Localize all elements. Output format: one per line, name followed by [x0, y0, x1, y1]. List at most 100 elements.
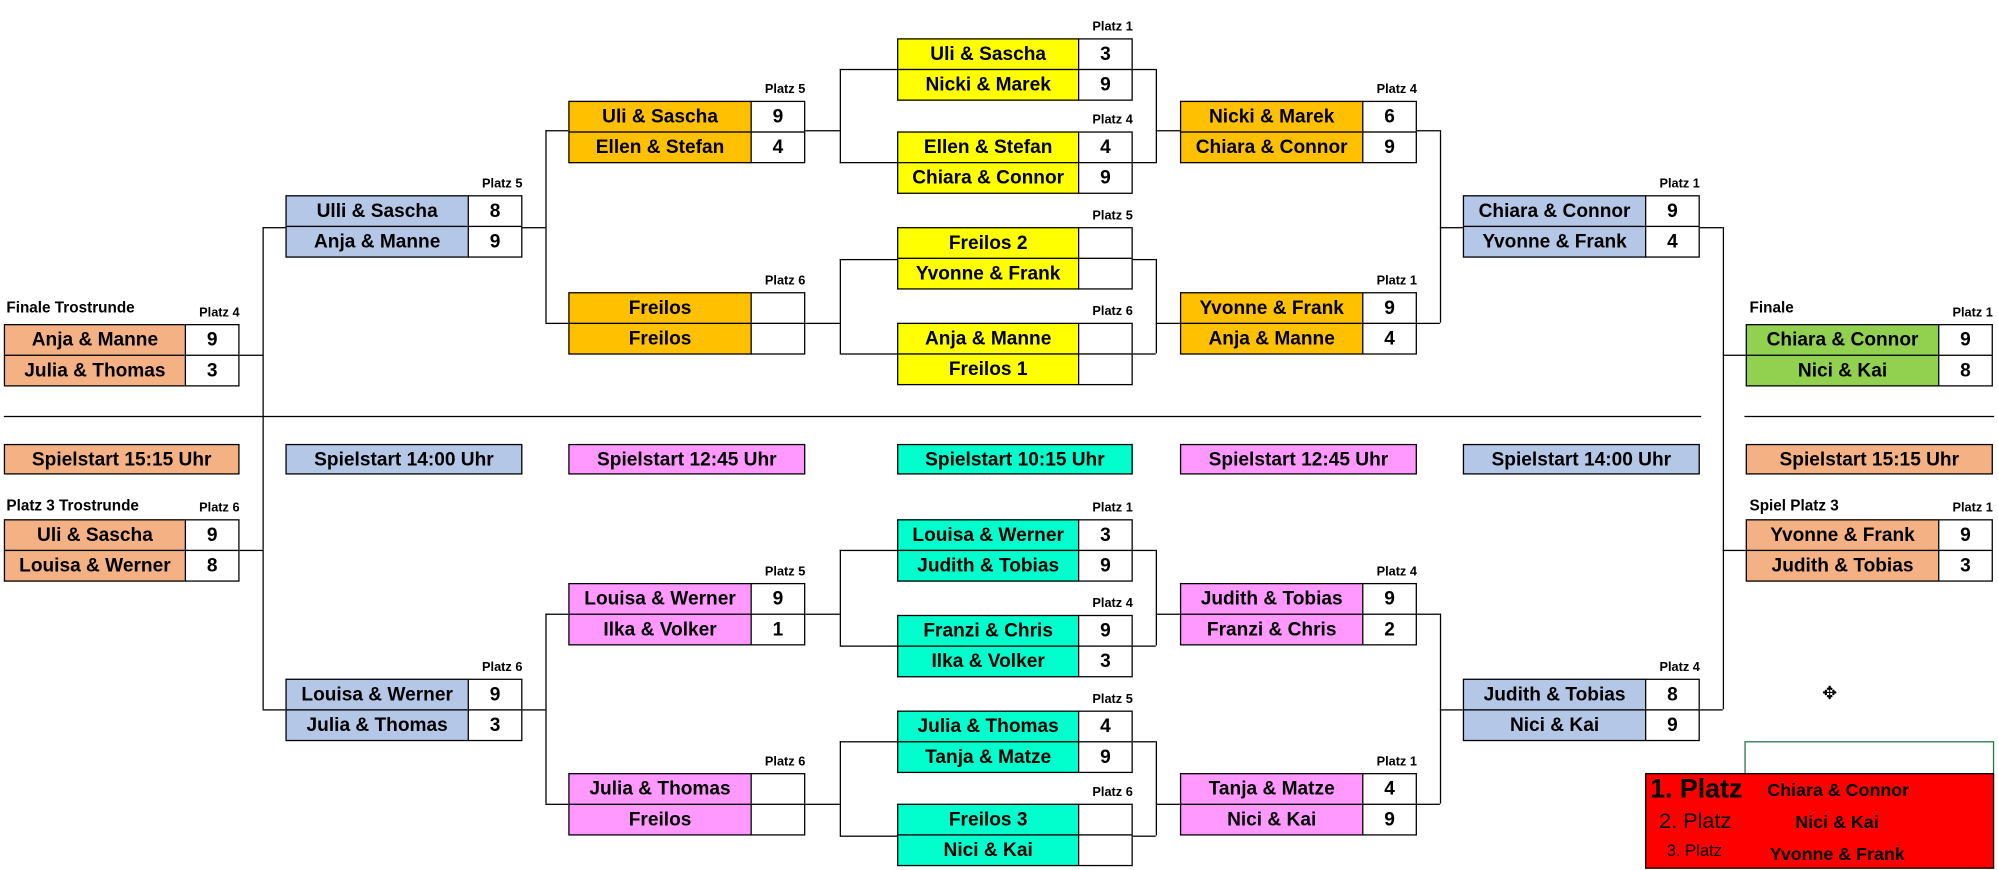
score-cell[interactable] — [1077, 353, 1133, 386]
team-cell[interactable]: Nicki & Marek — [1179, 100, 1364, 133]
team-cell[interactable]: Uli & Sascha — [568, 100, 752, 133]
score-cell[interactable]: 3 — [1077, 519, 1133, 552]
score-cell[interactable]: 9 — [1077, 614, 1133, 647]
team-cell[interactable]: Nici & Kai — [1462, 709, 1647, 742]
team-cell[interactable]: Franzi & Chris — [1179, 613, 1364, 646]
score-cell[interactable]: 3 — [1077, 645, 1133, 678]
score-cell[interactable]: 9 — [1645, 195, 1700, 228]
team-cell[interactable]: Chiara & Connor — [1462, 195, 1647, 228]
score-cell[interactable]: 9 — [467, 678, 523, 711]
team-cell[interactable]: Nici & Kai — [1745, 354, 1940, 387]
score-cell[interactable]: 9 — [1938, 324, 1993, 356]
team-cell[interactable]: Yvonne & Frank — [897, 257, 1080, 290]
score-cell[interactable]: 8 — [467, 195, 523, 228]
score-cell[interactable]: 8 — [1645, 678, 1700, 711]
team-cell[interactable]: Chiara & Connor — [1179, 131, 1364, 164]
team-cell[interactable]: Tanja & Matze — [897, 741, 1080, 774]
score-cell[interactable]: 9 — [1077, 162, 1133, 194]
team-cell[interactable]: Julia & Thomas — [285, 709, 469, 742]
match-platz-label: Platz 1 — [1092, 501, 1133, 516]
team-cell[interactable]: Louisa & Werner — [897, 519, 1080, 552]
team-cell[interactable]: Nicki & Marek — [897, 68, 1080, 101]
team-cell[interactable]: Anja & Manne — [3, 324, 187, 356]
score-cell[interactable]: 4 — [1362, 322, 1417, 355]
score-cell[interactable]: 9 — [467, 225, 523, 258]
score-cell[interactable]: 9 — [750, 100, 806, 133]
team-cell[interactable]: Freilos — [568, 803, 752, 836]
team-cell[interactable]: Ellen & Stefan — [897, 131, 1080, 164]
score-cell[interactable]: 9 — [1077, 549, 1133, 582]
score-cell[interactable]: 4 — [1077, 710, 1133, 743]
score-cell[interactable]: 3 — [467, 709, 523, 742]
bracket-line — [1439, 709, 1463, 711]
team-cell[interactable]: Julia & Thomas — [568, 773, 752, 805]
team-cell[interactable]: Freilos — [568, 322, 752, 355]
score-cell[interactable] — [1077, 803, 1133, 836]
team-cell[interactable]: Ellen & Stefan — [568, 131, 752, 164]
score-cell[interactable]: 3 — [1077, 38, 1133, 71]
selected-cell[interactable] — [1744, 741, 1995, 775]
score-cell[interactable]: 9 — [184, 324, 240, 356]
score-cell[interactable] — [750, 292, 806, 325]
team-cell[interactable]: Freilos 1 — [897, 353, 1080, 386]
team-cell[interactable]: Louisa & Werner — [3, 549, 187, 582]
score-cell[interactable]: 9 — [1077, 68, 1133, 101]
score-cell[interactable]: 9 — [1362, 803, 1417, 836]
team-cell[interactable]: Freilos 2 — [897, 227, 1080, 259]
score-cell[interactable]: 4 — [1645, 225, 1700, 258]
score-cell[interactable]: 8 — [184, 549, 240, 582]
team-cell[interactable]: Uli & Sascha — [897, 38, 1080, 71]
score-cell[interactable] — [750, 322, 806, 355]
score-cell[interactable]: 9 — [1362, 582, 1417, 615]
score-cell[interactable] — [1077, 227, 1133, 259]
score-cell[interactable]: 9 — [1362, 292, 1417, 325]
team-cell[interactable]: Yvonne & Frank — [1462, 225, 1647, 258]
score-cell[interactable]: 9 — [1362, 131, 1417, 164]
score-cell[interactable]: 9 — [1645, 709, 1700, 742]
score-cell[interactable] — [750, 773, 806, 805]
team-cell[interactable]: Ulli & Sascha — [285, 195, 469, 228]
team-cell[interactable]: Freilos — [568, 292, 752, 325]
score-cell[interactable]: 1 — [750, 613, 806, 646]
score-cell[interactable]: 4 — [750, 131, 806, 164]
team-cell[interactable]: Anja & Manne — [1179, 322, 1364, 355]
team-cell[interactable]: Yvonne & Frank — [1745, 519, 1940, 552]
team-cell[interactable]: Nici & Kai — [897, 834, 1080, 867]
score-cell[interactable]: 2 — [1362, 613, 1417, 646]
team-cell[interactable]: Anja & Manne — [897, 322, 1080, 355]
match-platz-label: Platz 6 — [199, 501, 240, 516]
team-cell[interactable]: Judith & Tobias — [897, 549, 1080, 582]
team-cell[interactable]: Freilos 3 — [897, 803, 1080, 836]
team-cell[interactable]: Chiara & Connor — [1745, 324, 1940, 356]
team-cell[interactable]: Anja & Manne — [285, 225, 469, 258]
team-cell[interactable]: Judith & Tobias — [1745, 549, 1940, 582]
score-cell[interactable]: 4 — [1077, 131, 1133, 164]
team-cell[interactable]: Julia & Thomas — [3, 354, 187, 387]
score-cell[interactable] — [750, 803, 806, 836]
score-cell[interactable]: 3 — [184, 354, 240, 387]
team-cell[interactable]: Ilka & Volker — [568, 613, 752, 646]
team-cell[interactable]: Tanja & Matze — [1179, 773, 1364, 805]
team-cell[interactable]: Louisa & Werner — [285, 678, 469, 711]
team-cell[interactable]: Yvonne & Frank — [1179, 292, 1364, 325]
score-cell[interactable]: 6 — [1362, 100, 1417, 133]
score-cell[interactable]: 9 — [1938, 519, 1993, 552]
team-cell[interactable]: Chiara & Connor — [897, 162, 1080, 194]
score-cell[interactable]: 4 — [1362, 773, 1417, 805]
score-cell[interactable] — [1077, 322, 1133, 355]
team-cell[interactable]: Franzi & Chris — [897, 614, 1080, 647]
score-cell[interactable]: 3 — [1938, 549, 1993, 582]
team-cell[interactable]: Nici & Kai — [1179, 803, 1364, 836]
team-cell[interactable]: Julia & Thomas — [897, 710, 1080, 743]
score-cell[interactable]: 8 — [1938, 354, 1993, 387]
team-cell[interactable]: Louisa & Werner — [568, 582, 752, 615]
score-cell[interactable]: 9 — [1077, 741, 1133, 774]
score-cell[interactable] — [1077, 834, 1133, 867]
team-cell[interactable]: Ilka & Volker — [897, 645, 1080, 678]
score-cell[interactable]: 9 — [184, 519, 240, 552]
team-cell[interactable]: Judith & Tobias — [1462, 678, 1647, 711]
score-cell[interactable]: 9 — [750, 582, 806, 615]
team-cell[interactable]: Judith & Tobias — [1179, 582, 1364, 615]
score-cell[interactable] — [1077, 257, 1133, 290]
team-cell[interactable]: Uli & Sascha — [3, 519, 187, 552]
